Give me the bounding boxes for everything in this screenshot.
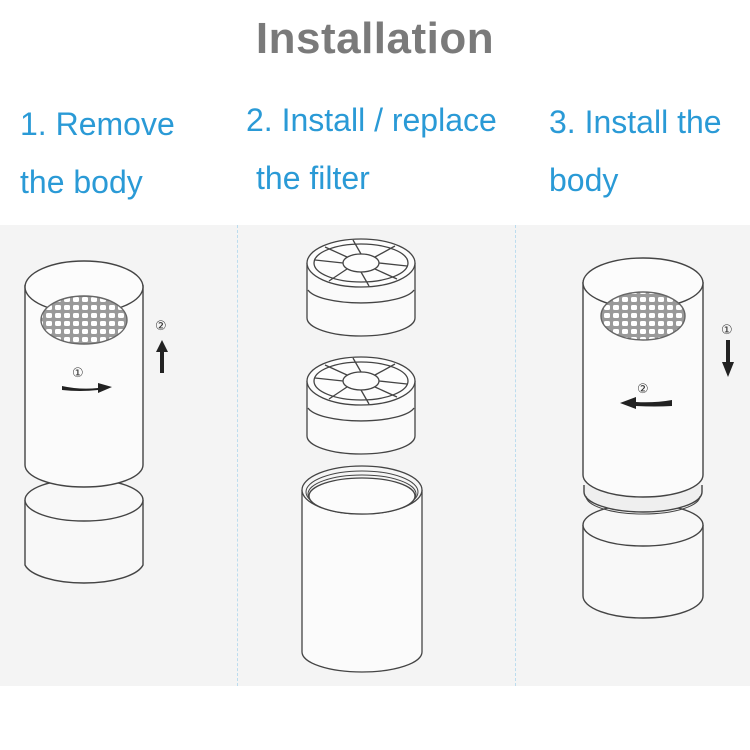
rotate-left-arrow-icon [620,397,672,409]
page-title: Installation [255,14,495,63]
step-3-line-1: 3. Install the [549,104,722,140]
step-3-marker-1: ① [721,323,733,338]
step-1-annotations: ① ② [62,319,168,393]
step-3-caption: 3. Install the body [549,93,722,209]
step-2-line-1: 2. Install / replace [246,102,497,138]
step-1-caption: 1. Remove the body [20,95,175,211]
step-1-marker-1: ① [72,366,84,381]
filter-cartridge-top [306,238,416,337]
step-1-illustration [24,260,144,584]
step-2-illustration [301,238,423,673]
step-1-line-1: 1. Remove [20,106,175,142]
step-2-line-2: the filter [256,160,370,196]
step-1-marker-2: ② [155,319,167,334]
illustration-panel: ① ② [0,225,750,686]
open-base-housing [301,465,423,673]
filter-cartridge-bottom [306,356,416,455]
step-1-line-2: the body [20,164,143,200]
step-3-line-2: body [549,162,619,198]
column-divider-1 [237,225,238,686]
step-3-marker-2: ② [637,382,649,397]
step-3-illustration [582,257,704,619]
step-3-annotations: ① ② [620,323,734,409]
rotate-right-arrow-icon [62,383,112,393]
step-2-caption: 2. Install / replace the filter [246,91,497,207]
arrow-down-icon [722,340,734,377]
column-divider-2 [515,225,516,686]
arrow-up-icon [156,340,168,373]
